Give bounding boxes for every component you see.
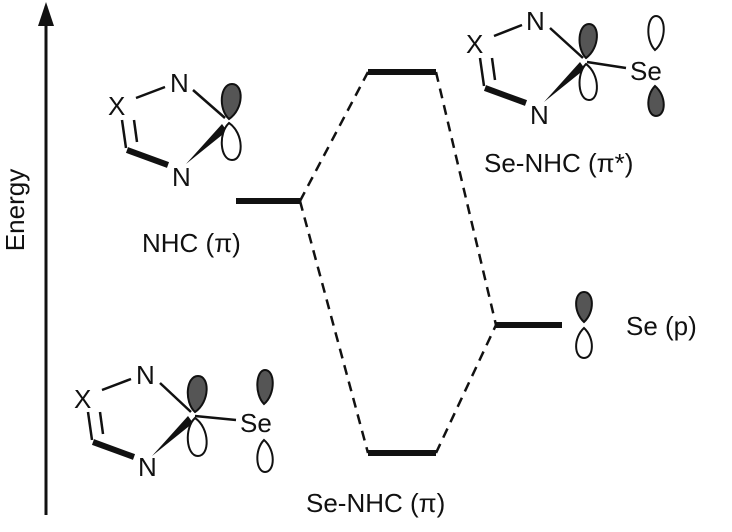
energy-axis-label: Energy: [0, 169, 30, 251]
correlation-lines: [298, 71, 498, 454]
se-p-orbital: [575, 290, 593, 360]
structure-se-nhc-pi: X N N Se: [74, 360, 274, 482]
label-se-nhc-pi-star: Se-NHC (π*): [484, 148, 633, 178]
snb-n-bottom: N: [138, 452, 157, 482]
energy-axis-arrowhead: [38, 2, 54, 26]
label-se-p: Se (p): [626, 311, 697, 341]
label-nhc-pi: NHC (π): [142, 228, 241, 258]
nhc-n-top: N: [170, 68, 189, 98]
structure-nhc: X N N: [108, 68, 242, 192]
nhc-x-atom: X: [108, 91, 125, 121]
snb-se: Se: [240, 408, 272, 438]
snb-n-top: N: [136, 360, 155, 390]
snt-n-bottom: N: [530, 100, 549, 130]
nhc-n-bottom: N: [172, 162, 191, 192]
snt-n-top: N: [526, 6, 545, 36]
snt-se: Se: [630, 56, 662, 86]
snb-x-atom: X: [74, 384, 91, 414]
snt-x-atom: X: [466, 29, 483, 59]
label-se-nhc-pi: Se-NHC (π): [306, 488, 445, 518]
structure-se-nhc-pi-star: X N N Se: [466, 6, 665, 130]
